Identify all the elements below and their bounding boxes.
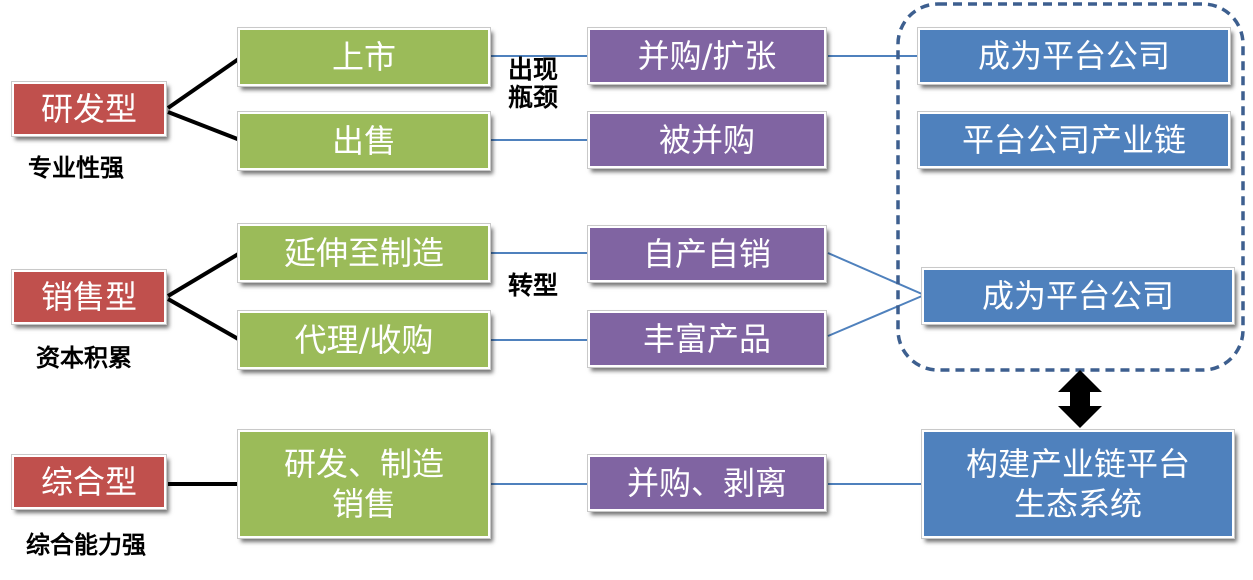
type-rd: 研发型 [11, 81, 167, 137]
path-agency-acquire: 代理/收购 [237, 310, 491, 370]
caption-sales: 资本积累 [36, 343, 132, 372]
path-extend-mfg: 延伸至制造 [237, 223, 491, 283]
action-ma-expand: 并购/扩张 [587, 27, 827, 85]
annotation-bottleneck: 出现 瓶颈 [508, 55, 559, 112]
outcome-platform-company-1: 成为平台公司 [917, 27, 1231, 85]
action-enrich-products: 丰富产品 [587, 310, 827, 368]
action-ma-divest: 并购、剥离 [587, 454, 827, 512]
outcome-platform-chain: 平台公司产业链 [917, 111, 1231, 169]
double-arrow-icon [1058, 370, 1102, 428]
path-rd-mfg-sales: 研发、制造 销售 [237, 429, 491, 539]
caption-rd: 专业性强 [28, 153, 124, 182]
outcome-ecosystem: 构建产业链平台 生态系统 [921, 429, 1235, 539]
type-sales: 销售型 [11, 269, 167, 325]
connector-rd-to-ipo [166, 56, 242, 110]
connector-rd-to-sell [167, 110, 241, 142]
type-composite: 综合型 [11, 454, 167, 510]
connector-enrich-to-platform [827, 295, 923, 337]
connector-sales-to-extend [166, 251, 242, 298]
annotation-transform: 转型 [508, 271, 559, 300]
caption-composite: 综合能力强 [26, 530, 146, 559]
connector-selfsell-to-platform [827, 252, 923, 295]
outcome-platform-company-2: 成为平台公司 [921, 267, 1235, 325]
action-acquired: 被并购 [587, 111, 827, 169]
action-self-produce-sell: 自产自销 [587, 225, 827, 283]
path-ipo: 上市 [237, 27, 491, 87]
path-sell: 出售 [237, 111, 491, 171]
connector-sales-to-agency [167, 297, 241, 342]
platform-group-outline [896, 2, 1245, 372]
